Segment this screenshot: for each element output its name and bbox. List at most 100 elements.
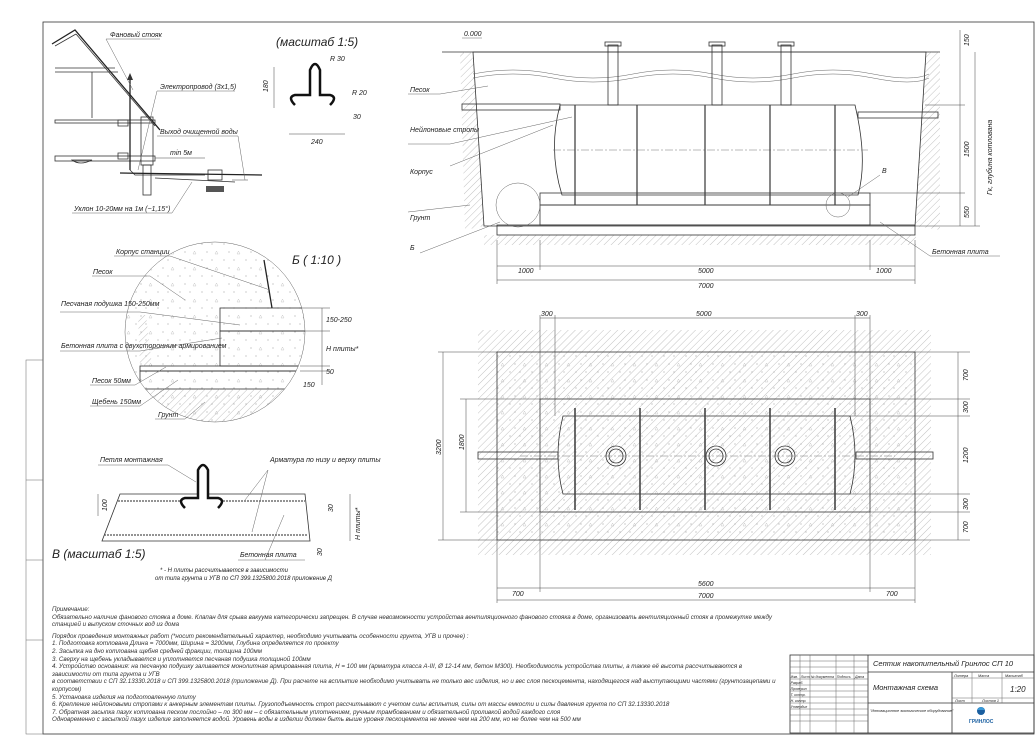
col-date: Дата [854, 675, 864, 679]
outlet-pipe [857, 111, 939, 119]
vent-riser-label: Фановый стояк [110, 31, 163, 39]
detail-v-dim-30-top: 30 [328, 504, 335, 512]
col-sign: Подпись [837, 675, 851, 679]
detail-v-loop-label: Петля монтажная [100, 457, 163, 464]
product-title: Септик накопительный Гринлос СП 10 [873, 659, 1014, 668]
detail-v-plate-label: Бетонная плита [240, 552, 297, 559]
section-soil-label: Грунт [410, 215, 431, 222]
detail-b: Б ( 1:10 ) Корпус станции Песок Песчаная… [60, 241, 359, 423]
scale-value: 1:20 [1010, 685, 1026, 694]
plan-dim-5000: 5000 [696, 311, 712, 318]
notes-block: Примечание: Обязательно наличие фанового… [52, 606, 780, 724]
plan-straps [574, 408, 836, 510]
section-b-label: Б [410, 245, 415, 252]
height-180-label: 180 [263, 80, 270, 92]
sheet-label: Лист [954, 699, 965, 703]
detail-b-soil-label: Грунт [158, 412, 179, 419]
notes-heading: Примечание: [52, 606, 90, 613]
note-line: Обязательно наличие фанового стояка в до… [52, 613, 772, 629]
title-block: Изм. Лист № документа Подпись Дата Разра… [789, 654, 1035, 734]
dim-30-label: 30 [353, 114, 361, 121]
section-body-label: Корпус [410, 169, 433, 176]
r30-label: R 30 [330, 56, 345, 63]
role-tcontrol: Т. контр. [791, 693, 806, 697]
dim-1000-right: 1000 [876, 268, 892, 275]
note-line: 6. Крепление нейлоновыми стропами к анке… [52, 701, 670, 709]
mounting-loop [179, 463, 224, 509]
straps [574, 105, 836, 205]
col-mass: Масса [978, 674, 989, 678]
note-line: Одновременно с засыпкой пазух изделие за… [52, 716, 581, 724]
plan-dim-5600: 5600 [698, 581, 714, 588]
plan-outlet-pipe [855, 451, 934, 460]
col-izm: Изм. [791, 675, 798, 679]
plan-dim-7000: 7000 [698, 593, 714, 600]
dim-7000: 7000 [698, 283, 714, 290]
tank-body [554, 104, 863, 196]
dim-550: 550 [964, 206, 971, 218]
detail-b-gravel-label: Щебень 150мм [92, 398, 141, 406]
section-v-label: В [882, 168, 887, 175]
bath-icon [70, 159, 93, 164]
plan-dim-700-top: 700 [963, 369, 970, 381]
depth-label: Гк, глубина котлована [986, 120, 994, 195]
role-ncontrol: Н. контр. [791, 699, 807, 703]
sheet-name: Монтажная схема [873, 683, 938, 692]
width-240-label: 240 [310, 139, 323, 146]
detail-b-sand50-label: Песок 50мм [92, 378, 131, 385]
slope-label: Уклон 10-20мм на 1м (~1,15°) [73, 205, 170, 213]
note-line: 3. Сверху на щебень укладывается и уплот… [52, 655, 311, 663]
side-stamp [25, 359, 44, 735]
detail-b-title: Б ( 1:10 ) [292, 253, 341, 267]
col-litera: Литера [953, 674, 968, 678]
detail-b-body-label: Корпус станции [116, 249, 170, 256]
level-label: 0.000 [464, 31, 482, 38]
logo-text: ГРИНЛОС [969, 719, 994, 725]
inlet-pipe [461, 103, 561, 111]
col-list: Лист [800, 675, 810, 679]
note-line: 7. Обратная засыпка пазух котлована песк… [52, 708, 561, 716]
plan-dim-300-left: 300 [541, 311, 553, 318]
outlet-label: Выход очищенной воды [160, 128, 239, 136]
note-line: 1. Подготовка котлована Длина = 7000мм, … [52, 640, 339, 648]
detail-b-dim-50: 50 [326, 369, 334, 376]
plan-dim-700-bottom: 700 [963, 521, 970, 533]
section-plate-label: Бетонная плита [932, 249, 989, 256]
detail-v-dim-100: 100 [102, 499, 109, 511]
plan-dim-700-right: 700 [886, 591, 898, 598]
footnote-line-2: от типа грунта и УГВ по СП 399.1325800.2… [155, 576, 333, 582]
plan-dim-3200: 3200 [436, 439, 443, 455]
detail-b-dim-plate: Н плиты* [326, 346, 359, 353]
plan-view: 300 5000 300 700 5600 700 7000 3200 1800… [436, 311, 970, 603]
note-line: в соответствии с СП 32.13330.2018 и СП 3… [52, 678, 776, 693]
company-name: "Инновационное экологическое оборудовани… [870, 709, 954, 713]
footnote-line-1: * - Н плиты рассчитывается в зависимости [160, 568, 289, 574]
note-line: 2. Засыпка на дно котлована щебня средне… [52, 647, 262, 655]
detail-v-dim-plate: Н плиты* [355, 507, 362, 540]
detail-b-plate-label: Бетонная плита с двухсторонним армирован… [61, 342, 227, 350]
detail-v-rebar-label: Арматура по низу и верху плиты [269, 457, 381, 464]
r20-label: R 20 [352, 90, 367, 97]
note-line: Порядок проведения монтажных работ (*нос… [52, 632, 469, 640]
detail-v-dim-30-bottom: 30 [317, 548, 324, 556]
plan-hatches [605, 445, 796, 467]
plan-dim-300-bottom: 300 [963, 498, 970, 510]
station-icon [207, 169, 223, 181]
plan-dim-1800: 1800 [459, 434, 466, 450]
dim-1000-left: 1000 [518, 268, 534, 275]
min-distance-label: min 5м [170, 150, 192, 157]
plan-dim-300-right: 300 [856, 311, 868, 318]
role-approver: Утвердил [791, 705, 808, 709]
sheets-label: Листов 1 [981, 699, 999, 703]
detail-b-sand-label: Песок [93, 269, 113, 276]
dim-1500: 1500 [964, 141, 971, 157]
role-developer: Разраб. [791, 681, 804, 685]
section-straps-label: Нейлоновые стропы [410, 126, 480, 134]
risers [604, 41, 795, 106]
mounting-loop-shape [289, 62, 336, 106]
detail-v-title: В (масштаб 1:5) [52, 547, 146, 561]
detail-b-dim-150: 150 [303, 382, 315, 389]
detail-v: Петля монтажная Арматура по низу и верху… [52, 457, 381, 582]
col-scale: Масштаб [1005, 674, 1024, 678]
